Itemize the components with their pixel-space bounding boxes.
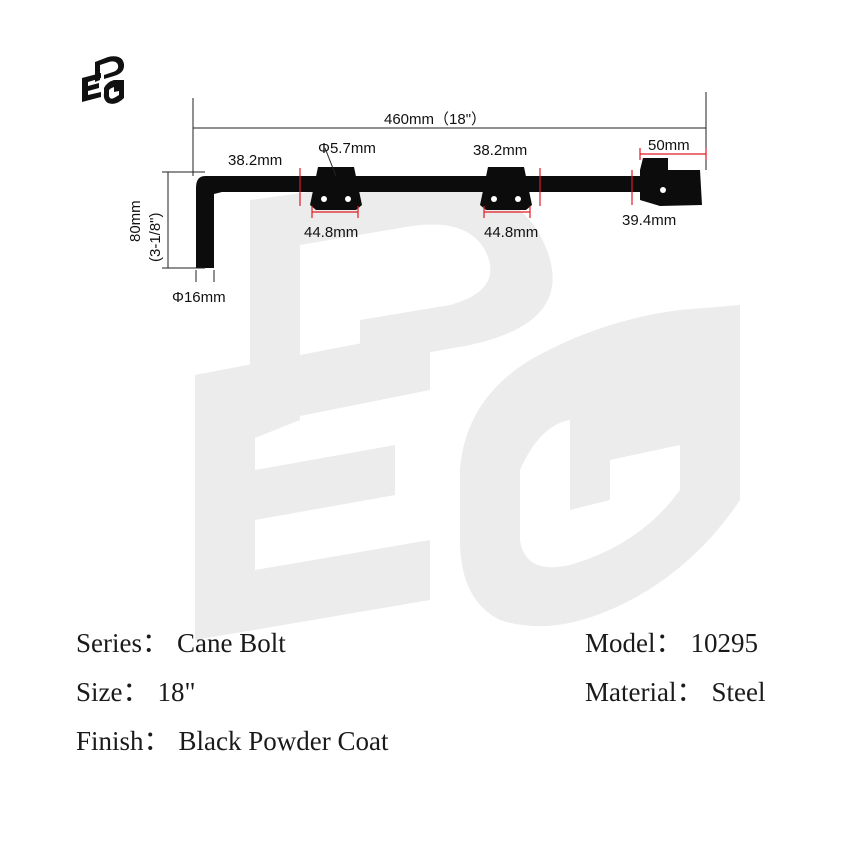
- dimension-lines-red: [299, 148, 707, 218]
- overall-length-label: 460mm（18"）: [384, 111, 486, 128]
- end-keeper: [640, 158, 702, 206]
- size-value: 18": [157, 677, 196, 707]
- model-label: Model：: [585, 628, 683, 658]
- bolt-rod: [205, 176, 700, 192]
- model-value: 10295: [690, 628, 759, 658]
- peg-logo: [82, 56, 125, 104]
- bracket-2-width-label: 44.8mm: [484, 224, 538, 241]
- drop-height-mm-label: 80mm: [127, 200, 144, 242]
- bolt-leg: [196, 176, 222, 268]
- series-row: Series：Cane Bolt: [76, 630, 286, 657]
- model-row: Model：10295: [585, 630, 758, 657]
- dimension-lines-black: [162, 92, 707, 282]
- material-row: Material：Steel: [585, 679, 765, 706]
- bracket-2-height-label: 38.2mm: [473, 142, 527, 159]
- bracket-1-height-label: 38.2mm: [228, 152, 282, 169]
- material-value: Steel: [711, 677, 766, 707]
- end-height-label: 39.4mm: [622, 212, 676, 229]
- series-label: Series：: [76, 628, 169, 658]
- bracket-2: [480, 167, 532, 210]
- finish-label: Finish：: [76, 726, 171, 756]
- size-row: Size：18": [76, 679, 196, 706]
- cane-bolt: [196, 158, 702, 268]
- bracket-1: [310, 167, 362, 210]
- drop-height-in-label: (3-1/8"): [147, 212, 164, 262]
- peg-watermark: [195, 180, 740, 640]
- rod-diameter-label: Φ16mm: [172, 289, 226, 306]
- material-label: Material：: [585, 677, 704, 707]
- finish-value: Black Powder Coat: [178, 726, 389, 756]
- series-value: Cane Bolt: [176, 628, 286, 658]
- finish-row: Finish：Black Powder Coat: [76, 728, 389, 755]
- hole-diameter-label: Φ5.7mm: [318, 140, 376, 157]
- end-width-label: 50mm: [648, 137, 690, 154]
- bracket-1-width-label: 44.8mm: [304, 224, 358, 241]
- size-label: Size：: [76, 677, 150, 707]
